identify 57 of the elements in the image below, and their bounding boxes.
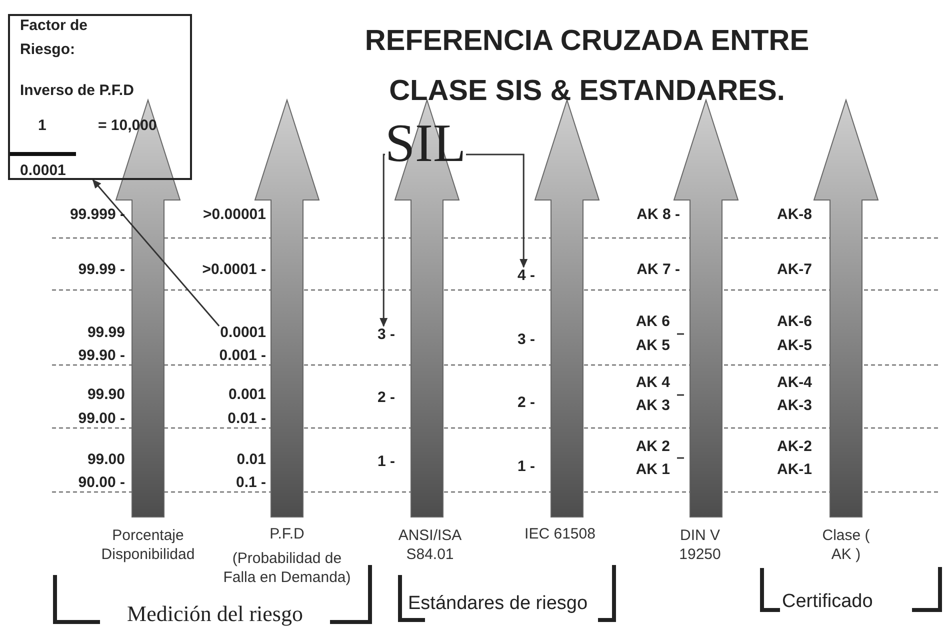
scale-value: 0.01 - bbox=[228, 410, 266, 428]
scale-value: 90.00 - bbox=[78, 474, 125, 492]
scale-value: 99.90 - bbox=[78, 347, 125, 365]
column-heading: Clase ( AK ) bbox=[822, 526, 870, 564]
scale-value: 1 - bbox=[377, 453, 395, 471]
column-heading: IEC 61508 bbox=[524, 524, 596, 544]
scale-value: 0.001 bbox=[228, 386, 266, 404]
scale-value: AK-6 bbox=[776, 313, 812, 331]
scale-value: AK 2 bbox=[636, 438, 670, 456]
scale-value: AK-3 bbox=[776, 397, 812, 415]
scale-value: 99.00 - bbox=[78, 410, 125, 428]
scale-value: AK-8 bbox=[776, 206, 812, 224]
scale-value: AK 3 bbox=[636, 397, 670, 415]
arrow bbox=[466, 154, 528, 268]
scale-value: 99.99 - bbox=[78, 261, 125, 279]
scale-value: AK-5 bbox=[776, 337, 812, 355]
note-box bbox=[8, 14, 192, 180]
note-text: Inverso de P.F.D bbox=[20, 82, 134, 100]
scale-value: AK 6 bbox=[636, 313, 670, 331]
scale-value: AK 1 bbox=[636, 461, 670, 479]
scale-value: 0.0001 bbox=[220, 324, 266, 342]
scale-value: 99.99 bbox=[87, 324, 125, 342]
arrow bbox=[380, 154, 388, 327]
column-heading: P.F.D bbox=[270, 524, 304, 544]
column-heading: ANSI/ISA S84.01 bbox=[397, 526, 463, 564]
group-label: Certificado bbox=[782, 590, 873, 614]
note-heading: Factor de Riesgo: bbox=[20, 16, 89, 60]
scale-value: 99.00 bbox=[87, 451, 125, 469]
scale-value: 99.90 bbox=[87, 386, 125, 404]
column-heading: (Probabilidad de Falla en Demanda) bbox=[222, 549, 352, 587]
scale-value: 2 - bbox=[377, 389, 395, 407]
scale-value: 0.001 - bbox=[219, 347, 266, 365]
group-label: Medición del riesgo bbox=[127, 601, 303, 627]
scale-value: 3 - bbox=[517, 331, 535, 349]
scale-value: AK 4 bbox=[636, 374, 670, 392]
scale-value: >0.0001 - bbox=[202, 261, 266, 279]
title: REFERENCIA CRUZADA ENTRE CLASE SIS & ESTANDARES. bbox=[364, 24, 810, 109]
scale-value: AK 7 - bbox=[636, 261, 680, 279]
column-heading: Porcentaje Disponibilidad bbox=[100, 526, 196, 564]
scale-value: 2 - bbox=[517, 394, 535, 412]
scale-value: AK-2 bbox=[776, 438, 812, 456]
scale-value: AK-7 bbox=[776, 261, 812, 279]
scale-value: AK-4 bbox=[776, 374, 812, 392]
leader-arrow bbox=[92, 179, 220, 326]
scale-value: 3 - bbox=[377, 326, 395, 344]
scale-value: AK-1 bbox=[776, 461, 812, 479]
scale-value: 1 - bbox=[517, 458, 535, 476]
column-heading: DIN V 19250 bbox=[678, 526, 722, 564]
scale-value: 4 - bbox=[517, 267, 535, 285]
scale-value: AK 5 bbox=[636, 337, 670, 355]
scale-value: 0.1 - bbox=[236, 474, 266, 492]
fraction-denominator: 0.0001 bbox=[20, 162, 66, 180]
group-label: Estándares de riesgo bbox=[408, 592, 588, 616]
scale-value: >0.00001 bbox=[203, 206, 266, 224]
scale-value: AK 8 - bbox=[636, 206, 680, 224]
fraction-numerator: 1 bbox=[38, 117, 46, 135]
scale-value: 0.01 bbox=[236, 451, 266, 469]
